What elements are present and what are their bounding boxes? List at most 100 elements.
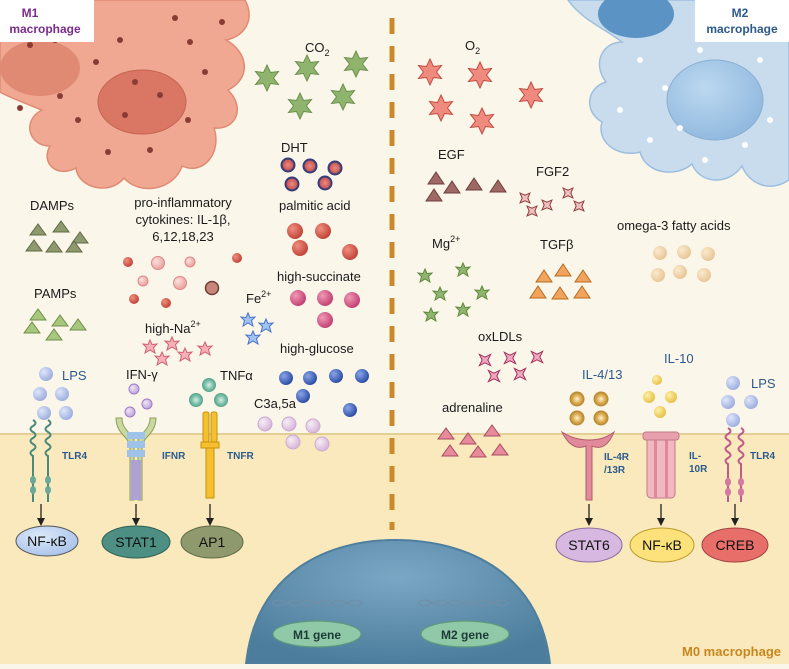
nfkb-left-label: NF-κB xyxy=(27,533,67,549)
high-na-star-icons xyxy=(141,335,214,367)
m1-title-line1: M1 xyxy=(22,6,39,20)
mg-star-icons xyxy=(416,261,491,323)
lps-left-ligand-icons xyxy=(33,367,73,420)
il10-ligand-icons xyxy=(643,375,677,418)
glucose-icons xyxy=(279,369,369,417)
fe-star-icons xyxy=(239,311,275,346)
co2-label: CO2 xyxy=(305,40,330,58)
fe-label: Fe2+ xyxy=(246,289,271,306)
m2-gene-label: M2 gene xyxy=(441,628,489,642)
ifnr-label: IFNR xyxy=(162,451,186,462)
egf-triangle-icons xyxy=(425,171,507,202)
oxldl-label: oxLDLs xyxy=(478,329,523,344)
tnfr-receptor xyxy=(200,411,220,499)
o2-star-icons xyxy=(417,57,544,136)
dht-label: DHT xyxy=(281,140,308,155)
ifng-label: IFN-γ xyxy=(126,367,158,382)
ap1-label: AP1 xyxy=(199,534,226,550)
stat6-node xyxy=(555,527,623,563)
arrow-to-nfkb-right xyxy=(657,504,665,526)
il10r-label-line2: 10R xyxy=(689,464,708,475)
tlr4-left-receptor xyxy=(29,419,52,502)
m1-title-line2: macrophage xyxy=(9,22,81,36)
m2-gene-badge xyxy=(420,620,510,648)
m1-gene-badge xyxy=(272,620,362,648)
tnfr-label: TNFR xyxy=(227,451,254,462)
palmitic-acid-icons xyxy=(287,223,358,260)
c3a-5a-icons xyxy=(257,416,330,452)
m2-title-box xyxy=(695,0,789,42)
cytokines-label-line1: pro-inflammatory xyxy=(134,195,232,210)
damps-label: DAMPs xyxy=(30,198,75,213)
arrow-to-stat1 xyxy=(132,504,140,526)
stat1-node xyxy=(101,525,171,559)
palmitic-acid-label: palmitic acid xyxy=(279,198,351,213)
arrow-to-nfkb-left xyxy=(37,504,45,526)
nfkb-right-label: NF-κB xyxy=(642,537,682,553)
arrow-to-stat6 xyxy=(585,504,593,526)
il4r-label-line2: /13R xyxy=(604,465,626,476)
tnfa-ligand-icons xyxy=(189,378,228,407)
high-glucose-label: high-glucose xyxy=(280,341,354,356)
omega3-icons xyxy=(651,245,715,282)
il10r-label-line1: IL- xyxy=(689,451,701,462)
m2-dna-icon xyxy=(417,599,509,607)
il10-label: IL-10 xyxy=(664,351,694,366)
tgfb-triangle-icons xyxy=(529,263,592,300)
arrow-to-creb xyxy=(731,504,739,526)
creb-node xyxy=(701,527,769,563)
adrenaline-label: adrenaline xyxy=(442,400,503,415)
m1-dna-icon xyxy=(271,599,363,607)
m2-macrophage-cell xyxy=(567,0,789,187)
il413-label: IL-4/13 xyxy=(582,367,622,382)
fgf2-star-icons xyxy=(519,187,585,217)
succinate-icons xyxy=(290,290,360,328)
high-na-label: high-Na2+ xyxy=(145,319,201,336)
cytokines-label-line2: cytokines: IL-1β, xyxy=(136,212,231,227)
m0-macrophage-label: M0 macrophage xyxy=(682,644,781,659)
m1-title-box xyxy=(0,0,94,42)
lps-left-label: LPS xyxy=(62,368,87,383)
high-succinate-label: high-succinate xyxy=(277,269,361,284)
ifnr-receptor xyxy=(115,417,157,501)
tgfb-label: TGFβ xyxy=(540,237,573,252)
tlr4-right-receptor xyxy=(724,427,745,502)
ifng-ligand-icons xyxy=(124,383,153,418)
il10r-receptor xyxy=(642,431,680,499)
co2-star-icons xyxy=(254,49,369,121)
mg-label: Mg2+ xyxy=(432,234,460,251)
nfkb-right-node xyxy=(629,527,695,563)
m1-macrophage-cell xyxy=(0,0,250,190)
fgf2-label: FGF2 xyxy=(536,164,569,179)
adrenaline-triangle-icons xyxy=(437,424,509,458)
lps-right-ligand-icons xyxy=(721,376,758,427)
omega3-label: omega-3 fatty acids xyxy=(617,218,731,233)
stat1-label: STAT1 xyxy=(115,534,157,550)
il4r-receptor xyxy=(560,430,616,501)
pamps-label: PAMPs xyxy=(34,286,77,301)
stat6-label: STAT6 xyxy=(568,537,610,553)
m2-title-line1: M2 xyxy=(732,6,749,20)
arrow-to-ap1 xyxy=(206,504,214,526)
il413-ligand-icons xyxy=(569,391,609,426)
tlr4-left-label: TLR4 xyxy=(62,451,87,462)
pamps-triangle-icons xyxy=(23,308,87,341)
m1-gene-label: M1 gene xyxy=(293,628,341,642)
nfkb-left-node xyxy=(15,525,79,557)
ap1-node xyxy=(180,525,244,559)
egf-label: EGF xyxy=(438,147,465,162)
tnfa-label: TNFα xyxy=(220,368,253,383)
c3a-5a-label: C3a,5a xyxy=(254,396,297,411)
il4r-label-line1: IL-4R xyxy=(604,452,630,463)
oxldl-star-icons xyxy=(478,350,544,383)
cytokines-label-line3: 6,12,18,23 xyxy=(152,229,213,244)
dht-dot-icons xyxy=(280,157,343,192)
tlr4-right-label: TLR4 xyxy=(750,451,775,462)
nucleus: M1 gene M2 gene xyxy=(244,538,552,665)
m2-title-line2: macrophage xyxy=(706,22,778,36)
damps-triangle-icons xyxy=(25,220,89,253)
o2-label: O2 xyxy=(465,38,480,56)
creb-label: CREB xyxy=(716,537,755,553)
